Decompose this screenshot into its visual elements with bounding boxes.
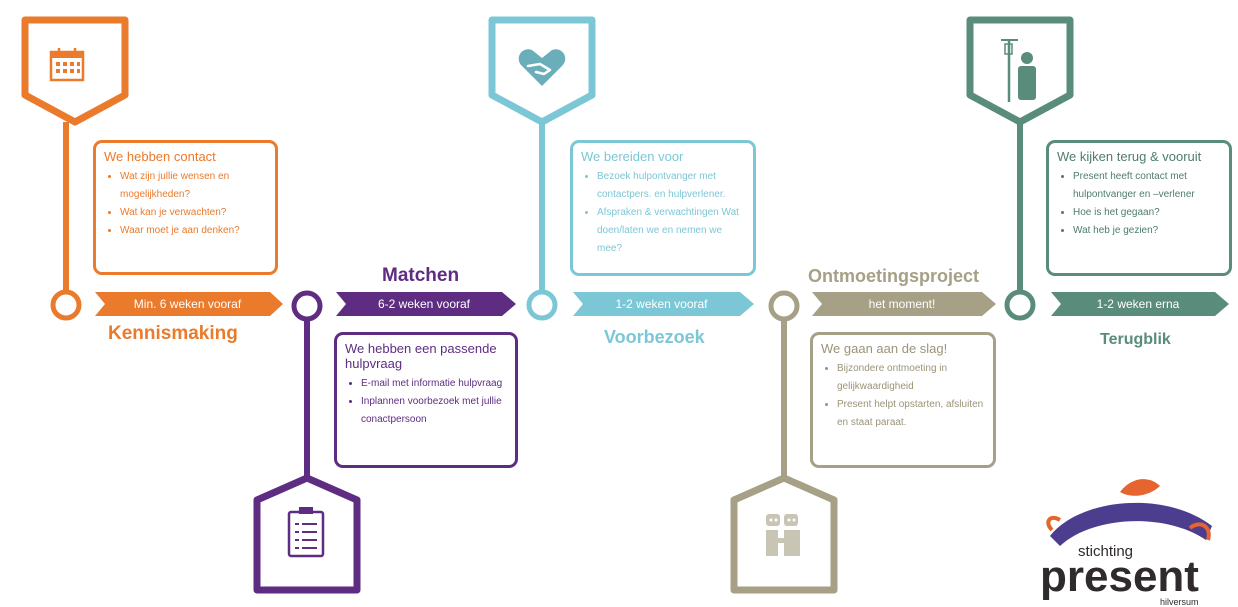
logo-text-stichting: stichting bbox=[1078, 543, 1134, 560]
info-box-voorbezoek: We bereiden voor Bezoek hulpontvanger me… bbox=[570, 140, 756, 276]
list-item: Wat zijn jullie wensen en mogelijkheden? bbox=[120, 168, 267, 204]
banner-label-voorbezoek: 1-2 weken vooraf bbox=[615, 297, 708, 311]
pin-voorbezoek bbox=[526, 289, 558, 321]
banner-label-terugblik: 1-2 weken erna bbox=[1096, 297, 1180, 311]
stage-kennismaking-shape bbox=[21, 16, 283, 321]
list-item: Bezoek hulpontvanger met contactpers. en… bbox=[597, 168, 745, 204]
stage-title-ontmoetingsproject: Ontmoetingsproject bbox=[808, 266, 980, 286]
list-item: Bijzondere ontmoeting in gelijkwaardighe… bbox=[837, 360, 985, 396]
stage-terugblik-shape bbox=[966, 16, 1229, 321]
logo-text-present: present bbox=[1040, 552, 1199, 601]
info-box-title: We hebben contact bbox=[104, 149, 216, 164]
heart-handshake-icon bbox=[518, 49, 566, 86]
pin-terugblik bbox=[1004, 289, 1036, 321]
info-box-title: We hebben een passende hulpvraag bbox=[345, 341, 497, 371]
badge-frame-voorbezoek bbox=[488, 16, 596, 126]
badge-frame-matchen bbox=[253, 474, 361, 594]
stage-title-kennismaking: Kennismaking bbox=[108, 323, 238, 344]
banner-arrow-matchen bbox=[336, 292, 516, 316]
clipboard-icon bbox=[287, 507, 325, 558]
badge-frame-terugblik bbox=[966, 16, 1074, 126]
info-box-ontmoetingsproject: We gaan aan de slag! Bijzondere ontmoeti… bbox=[810, 332, 996, 468]
info-box-terugblik: We kijken terug & vooruit Present heeft … bbox=[1046, 140, 1232, 276]
list-item: E-mail met informatie hulpvraag bbox=[361, 375, 507, 393]
stage-voorbezoek-shape bbox=[488, 16, 754, 321]
info-box-title: We kijken terug & vooruit bbox=[1057, 149, 1202, 164]
list-item: Inplannen voorbezoek met jullie conactpe… bbox=[361, 393, 507, 429]
list-item: Wat kan je verwachten? bbox=[120, 204, 267, 222]
banner-arrow-terugblik bbox=[1051, 292, 1229, 316]
info-box-matchen: We hebben een passende hulpvraag E-mail … bbox=[334, 332, 518, 468]
stage-title-terugblik: Terugblik bbox=[1100, 331, 1171, 348]
badge-frame-kennismaking bbox=[21, 16, 129, 126]
info-box-list: Bezoek hulpontvanger met contactpers. en… bbox=[581, 168, 745, 258]
list-item: Wat heb je gezien? bbox=[1073, 222, 1221, 240]
info-box-title: We gaan aan de slag! bbox=[821, 341, 948, 356]
list-item: Waar moet je aan denken? bbox=[120, 222, 267, 240]
list-item: Present helpt opstarten, afsluiten en st… bbox=[837, 396, 985, 432]
stage-matchen-shape bbox=[253, 290, 516, 594]
banner-label-kennismaking: Min. 6 weken vooraf bbox=[133, 297, 242, 311]
banner-arrow-kennismaking bbox=[95, 292, 283, 316]
info-box-list: Present heeft contact met hulpontvanger … bbox=[1057, 168, 1221, 240]
banner-label-ontmoetingsproject: het moment! bbox=[868, 297, 936, 311]
stage-title-matchen: Matchen bbox=[382, 265, 460, 286]
banner-label-matchen: 6-2 weken vooraf bbox=[377, 297, 471, 311]
list-item: Hoe is het gegaan? bbox=[1073, 204, 1221, 222]
list-item: Present heeft contact met hulpontvanger … bbox=[1073, 168, 1221, 204]
people-icon bbox=[766, 514, 800, 556]
present-logo-mark bbox=[1046, 479, 1212, 546]
info-box-list: Bijzondere ontmoeting in gelijkwaardighe… bbox=[821, 360, 985, 432]
banner-arrow-ontmoetingsproject bbox=[812, 292, 996, 316]
pin-kennismaking bbox=[50, 289, 82, 321]
logo-text-hilversum: hilversum bbox=[1160, 597, 1199, 607]
banner-arrow-voorbezoek bbox=[573, 292, 754, 316]
pin-matchen bbox=[291, 290, 323, 322]
calendar-icon bbox=[49, 48, 85, 82]
badge-frame-ontmoetingsproject bbox=[730, 474, 838, 594]
stage-ontmoetingsproject-shape bbox=[730, 290, 996, 594]
info-box-kennismaking: We hebben contact Wat zijn jullie wensen… bbox=[93, 140, 278, 275]
patient-iv-icon bbox=[1001, 39, 1036, 102]
info-box-title: We bereiden voor bbox=[581, 149, 684, 164]
info-box-list: Wat zijn jullie wensen en mogelijkheden?… bbox=[104, 168, 267, 240]
info-box-list: E-mail met informatie hulpvraag Inplanne… bbox=[345, 375, 507, 429]
list-item: Afspraken & verwachtingen Wat doen/laten… bbox=[597, 204, 745, 258]
pin-ontmoetingsproject bbox=[768, 290, 800, 322]
stage-title-voorbezoek: Voorbezoek bbox=[604, 327, 705, 347]
